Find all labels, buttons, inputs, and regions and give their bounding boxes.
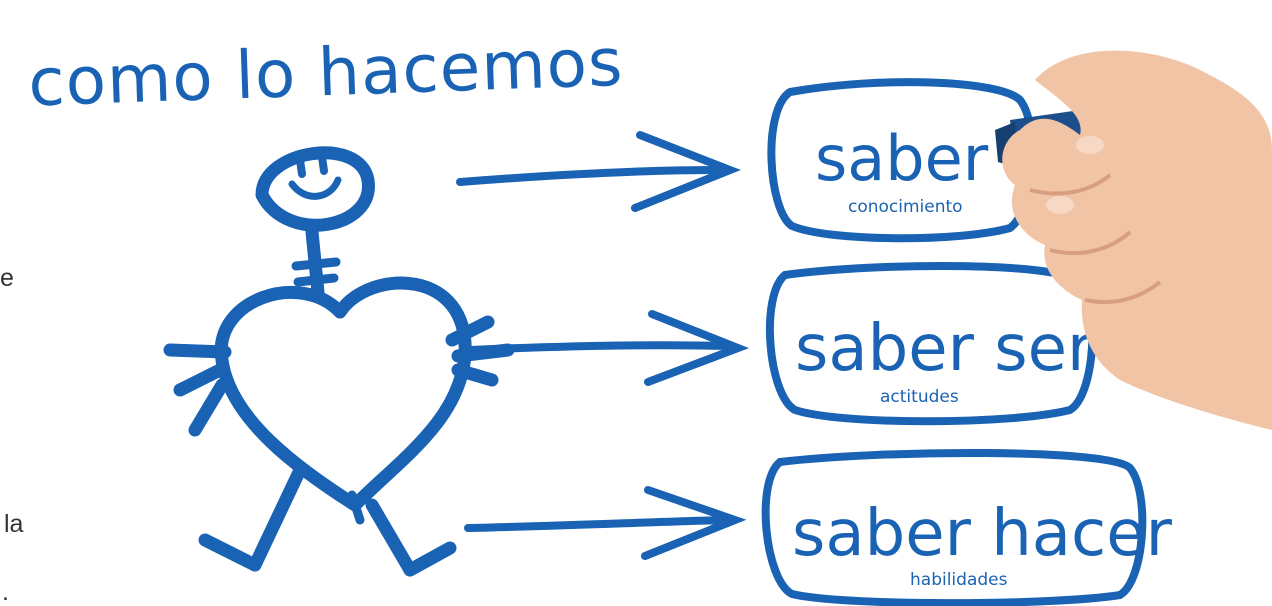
title-text: como lo hacemos <box>27 24 625 122</box>
box-saber-ser: saber ser actitudes <box>766 261 1097 426</box>
arrow-icon-1 <box>456 131 741 212</box>
box-saber-hacer-title: saber hacer <box>792 497 1173 571</box>
box-saber-ser-subtitle: actitudes <box>880 387 959 407</box>
hand-with-marker-icon <box>995 50 1272 430</box>
box-saber-subtitle: conocimiento <box>848 197 963 217</box>
box-saber-hacer-subtitle: habilidades <box>910 570 1008 590</box>
side-text-fragment-2: la <box>4 510 24 538</box>
side-text-fragment-1: e <box>0 264 14 292</box>
box-saber-hacer: saber hacer habilidades <box>761 448 1173 606</box>
arrow-icon-2 <box>466 310 750 386</box>
arrow-icon-3 <box>464 486 747 560</box>
box-saber-title: saber <box>815 122 989 195</box>
box-saber: saber conocimiento <box>767 78 1037 243</box>
box-saber-ser-title: saber ser <box>795 312 1094 386</box>
side-text-fragment-3: . <box>2 578 9 606</box>
stick-figure-icon <box>163 146 515 577</box>
